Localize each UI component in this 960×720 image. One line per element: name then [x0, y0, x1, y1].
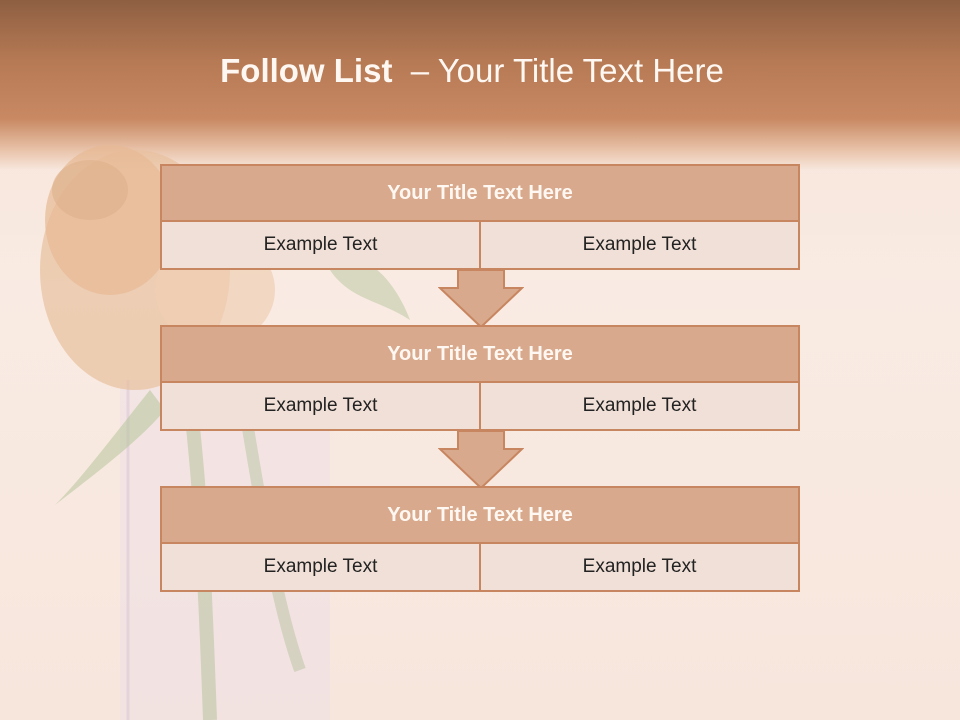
step-3-right-text: Example Text	[479, 544, 798, 590]
step-block-1: Your Title Text Here Example Text Exampl…	[160, 164, 800, 270]
slide-title-rest: – Your Title Text Here	[401, 52, 724, 89]
step-3-left-text: Example Text	[162, 544, 479, 590]
step-2-row: Example Text Example Text	[162, 383, 798, 429]
step-2-left-text: Example Text	[162, 383, 479, 429]
down-arrow-icon	[438, 431, 524, 489]
step-1-right-text: Example Text	[479, 222, 798, 268]
slide-title: Follow List – Your Title Text Here	[0, 52, 944, 90]
step-1-title: Your Title Text Here	[162, 166, 798, 222]
step-3-row: Example Text Example Text	[162, 544, 798, 590]
step-1-left-text: Example Text	[162, 222, 479, 268]
step-2-right-text: Example Text	[479, 383, 798, 429]
header-band	[0, 0, 960, 170]
step-1-row: Example Text Example Text	[162, 222, 798, 268]
step-block-2: Your Title Text Here Example Text Exampl…	[160, 325, 800, 431]
slide-title-bold: Follow List	[220, 52, 402, 89]
step-2-title: Your Title Text Here	[162, 327, 798, 383]
step-3-title: Your Title Text Here	[162, 488, 798, 544]
down-arrow-icon	[438, 270, 524, 328]
step-block-3: Your Title Text Here Example Text Exampl…	[160, 486, 800, 592]
